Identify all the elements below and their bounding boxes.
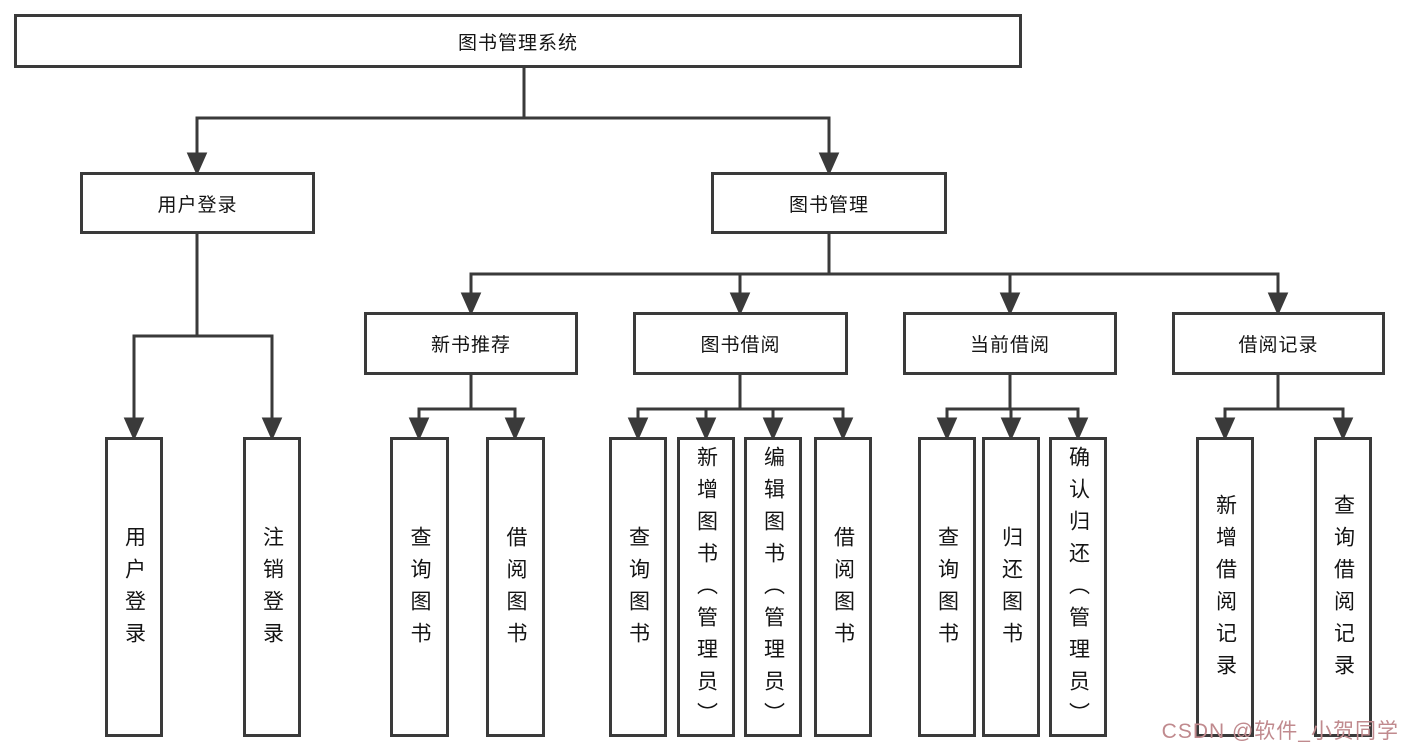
leaf-logout: 注销登录: [243, 437, 301, 737]
leaf-borrow-books-recommend: 借阅图书: [486, 437, 545, 737]
leaf-query-borrow-record: 查询借阅记录: [1314, 437, 1372, 737]
node-user-login: 用户登录: [80, 172, 315, 234]
leaf-query-books-borrow: 查询图书: [609, 437, 667, 737]
node-current-borrow: 当前借阅: [903, 312, 1117, 375]
node-book-management: 图书管理: [711, 172, 947, 234]
node-book-borrow: 图书借阅: [633, 312, 848, 375]
leaf-edit-books-admin: 编辑图书（管理员）: [744, 437, 802, 737]
leaf-query-books-current: 查询图书: [918, 437, 976, 737]
leaf-add-borrow-record: 新增借阅记录: [1196, 437, 1254, 737]
node-borrow-records: 借阅记录: [1172, 312, 1385, 375]
node-new-book-recommend: 新书推荐: [364, 312, 578, 375]
leaf-confirm-return-admin: 确认归还（管理员）: [1049, 437, 1107, 737]
leaf-user-login: 用户登录: [105, 437, 163, 737]
leaf-add-books-admin: 新增图书（管理员）: [677, 437, 735, 737]
leaf-borrow-books: 借阅图书: [814, 437, 872, 737]
csdn-watermark: CSDN @软件_小贺同学: [1161, 720, 1399, 743]
node-root: 图书管理系统: [14, 14, 1022, 68]
leaf-return-books: 归还图书: [982, 437, 1040, 737]
leaf-query-books-recommend: 查询图书: [390, 437, 449, 737]
